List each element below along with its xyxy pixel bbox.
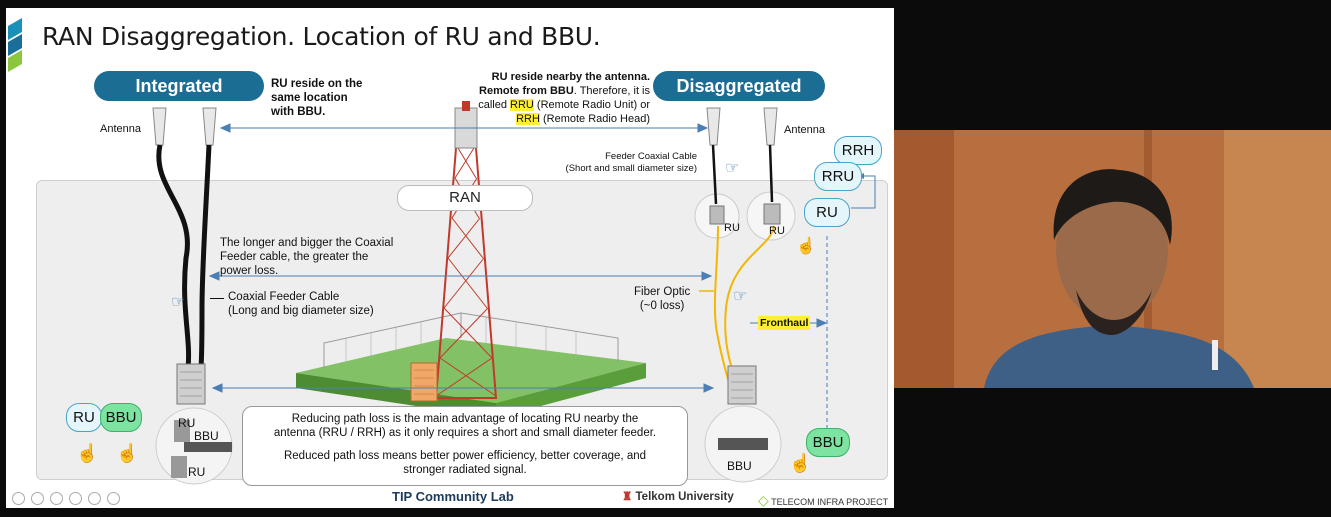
integrated-label: Integrated [94,71,264,101]
integrated-stack-bbu: BBU [194,429,219,443]
coax-feeder-label: Coaxial Feeder Cable (Long and big diame… [228,291,374,317]
presentation-slide: RAN Disaggregation. Location of RU and B… [6,8,894,508]
ran-label: RAN [397,185,533,211]
hand-pointer-icon[interactable]: ☝ [796,238,816,255]
footer-telkom: ♜ Telkom University [622,491,734,503]
ru-left-bubble: RU [66,403,102,432]
antenna-right-label: Antenna [784,124,825,136]
hand-pointer-icon[interactable]: ☞ [725,160,740,177]
info-box: Reducing path loss is the main advantage… [242,406,688,486]
rru-box: RRU [814,162,862,191]
antenna-icon [706,107,778,146]
integrated-stack-ru-bottom: RU [188,465,206,479]
hand-pointer-icon[interactable]: ☝ [789,453,812,473]
ru-box: RU [804,198,850,227]
fiber-optic-label: Fiber Optic (~0 loss) [634,286,691,312]
coax-loss-note: The longer and bigger the Coaxial Feeder… [220,237,394,277]
bbu-right-box: BBU [806,428,850,457]
telkom-logo-icon: ♜ [622,491,633,503]
webcam-person-image [894,130,1331,388]
pen-icon[interactable] [50,492,63,505]
antenna-icon [152,107,217,146]
webcam-video-feed [894,130,1331,388]
hand-pointer-icon[interactable]: ☞ [733,288,748,305]
hand-pointer-icon[interactable]: ☝ [116,443,139,463]
rrh-box: RRH [834,136,882,165]
coax-leader-line [210,298,224,299]
ru-tag-2: RU [769,225,785,237]
prev-slide-icon[interactable] [12,492,25,505]
integrated-note: RU reside on the same location with BBU. [271,78,363,118]
ru-tag-1: RU [724,222,740,234]
zoom-icon[interactable] [88,492,101,505]
disaggregated-note: RU reside nearby the antenna. Remote fro… [478,71,650,125]
fronthaul-label: Fronthaul [758,316,811,330]
antenna-left-label: Antenna [100,123,141,135]
integrated-stack-ru-top: RU [178,416,196,430]
footer-tip: ◇ TELECOM INFRA PROJECT [758,492,889,508]
slide-title: RAN Disaggregation. Location of RU and B… [42,22,601,51]
bbu-left-bubble: BBU [100,403,142,432]
disaggregated-label: Disaggregated [653,71,825,101]
next-slide-icon[interactable] [31,492,44,505]
more-icon[interactable] [107,492,120,505]
feeder-coax-right-label: Feeder Coaxial Cable (Short and small di… [565,151,697,174]
tip-logo-icon: ◇ [758,492,769,508]
slides-icon[interactable] [69,492,82,505]
footer-center: TIP Community Lab [392,489,514,504]
slide-nav-controls[interactable] [12,492,126,508]
bbu-right-label: BBU [727,459,752,473]
hand-pointer-icon[interactable]: ☞ [171,294,186,311]
ran-diagram [152,101,876,485]
hand-pointer-icon[interactable]: ☝ [76,443,99,463]
